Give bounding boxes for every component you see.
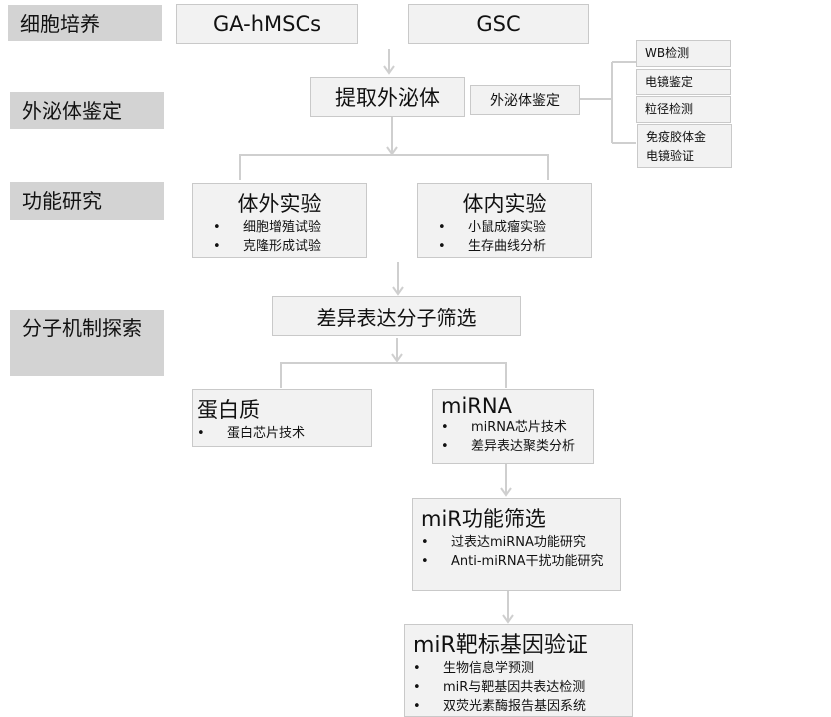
stage-function-study: 功能研究 [10,182,164,220]
method-immunogold: 免疫胶体金电镜验证 [637,124,732,168]
invitro-title: 体外实验 [237,192,322,216]
list-item: 生存曲线分析 [438,237,591,256]
list-item: miR与靶基因共表达检测 [413,678,632,697]
list-item: 小鼠成瘤实验 [438,218,591,237]
stage-cell-culture: 细胞培养 [8,5,162,41]
mirna-box: miRNA miRNA芯片技术差异表达聚类分析 [432,389,594,464]
invitro-box: 体外实验 细胞增殖试验克隆形成试验 [192,183,367,258]
method-em: 电镜鉴定 [636,69,731,95]
method-particle: 粒径检测 [636,96,731,123]
cell-ga-hmscs: GA-hMSCs [176,4,358,44]
list-item: Anti-miRNA干扰功能研究 [421,552,614,571]
exosome-identify: 外泌体鉴定 [470,85,580,115]
protein-box: 蛋白质 蛋白芯片技术 [192,389,372,447]
method-wb: WB检测 [636,40,731,67]
list-item: miRNA芯片技术 [441,418,593,437]
list-item: 差异表达聚类分析 [441,437,593,456]
stage-exosome-identification: 外泌体鉴定 [10,92,164,129]
invivo-box: 体内实验 小鼠成瘤实验生存曲线分析 [417,183,592,258]
target-title: miR靶标基因验证 [413,633,588,658]
list-item: 双荧光素酶报告基因系统 [413,697,632,716]
list-item: 蛋白芯片技术 [197,424,371,443]
cell-gsc: GSC [408,4,589,44]
func-title: miR功能筛选 [421,507,546,531]
protein-title: 蛋白质 [197,398,260,422]
stage-mechanism: 分子机制探索 [10,310,164,376]
diff-screen: 差异表达分子筛选 [272,296,521,336]
invivo-title: 体内实验 [462,192,547,216]
mir-function-box: miR功能筛选 过表达miRNA功能研究Anti-miRNA干扰功能研究 [412,498,621,591]
list-item: 过表达miRNA功能研究 [421,533,614,552]
mirna-title: miRNA [441,394,512,418]
list-item: 生物信息学预测 [413,659,632,678]
extract-exosome: 提取外泌体 [310,77,465,117]
mir-target-box: miR靶标基因验证 生物信息学预测miR与靶基因共表达检测双荧光素酶报告基因系统 [404,624,633,717]
list-item: 克隆形成试验 [213,237,366,256]
list-item: 细胞增殖试验 [213,218,366,237]
